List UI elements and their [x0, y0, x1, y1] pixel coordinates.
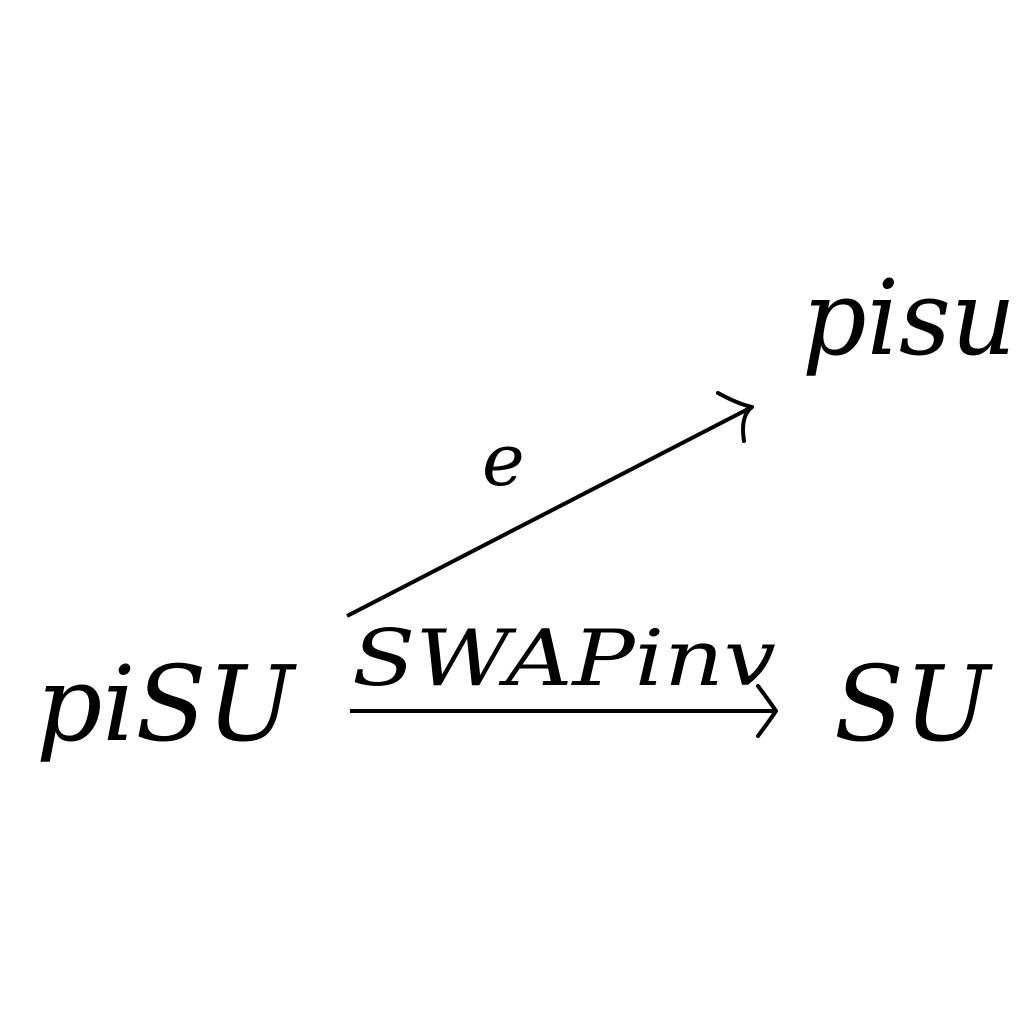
arrow-diagonal-label: e [482, 418, 525, 502]
arrow-diagonal-shaft [346, 405, 753, 618]
arrow-horizontal [350, 684, 778, 738]
arrow-horizontal-label: SWAPinv [352, 614, 776, 704]
arrow-horizontal-head [756, 684, 778, 738]
node-target-top: pisu [802, 257, 1016, 379]
node-target-bottom: SU [834, 643, 993, 765]
node-source: piSU [36, 643, 297, 765]
arrow-diagonal [346, 391, 754, 618]
arrow-diagonal-head [716, 391, 754, 443]
